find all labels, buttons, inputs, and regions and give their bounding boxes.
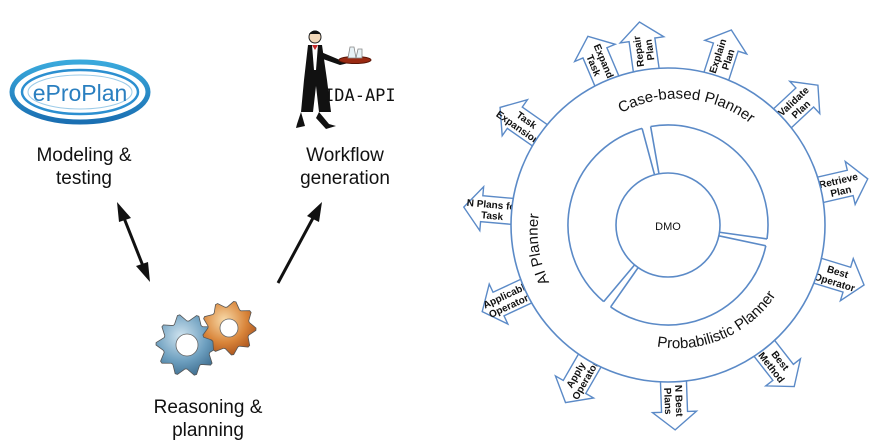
reasoning-caption-line2: planning [172,420,244,441]
gear-hole-icon [175,333,199,357]
double-arrow-icon [117,202,150,282]
eproplan-logo: eProPlan [9,59,151,125]
workflow-caption-line1: Workflow [306,145,384,166]
modeling-caption-line1: Modeling & [36,145,132,166]
n-best-plans-label-line: N Best [672,385,684,418]
workflow-caption-line2: generation [300,168,390,189]
logo-text: eProPlan [33,80,128,106]
workflow-caption: Workflow generation [275,144,415,190]
repair-plan-label-line: Repair [632,35,647,67]
n-best-plans-label: N BestPlans [661,385,684,418]
modeling-caption: Modeling & testing [14,144,154,190]
dmo-label: DMO [655,221,681,233]
repair-plan-label-line: Plan [644,39,658,61]
waiter-icon [296,30,372,129]
n-plans-for-task-label-line: N Plans for [466,198,520,214]
modeling-caption-line2: testing [56,168,112,189]
dmo-core [615,172,721,278]
n-best-plans-label-line: Plans [661,388,673,415]
up-arrow-icon [276,202,322,284]
gears-icon [155,300,257,376]
api-label: IDA-API [324,86,396,106]
planner-ring-segments [567,124,769,326]
n-plans-for-task-label-line: Task [481,210,504,223]
n-plans-for-task-label: N Plans forTask [465,198,520,225]
gear-hole-icon [219,318,239,338]
reasoning-caption: Reasoning & planning [133,396,283,442]
retrieve-plan-label-line: Plan [830,184,853,199]
reasoning-caption-line1: Reasoning & [153,397,263,418]
repair-plan-label: RepairPlan [632,33,658,67]
